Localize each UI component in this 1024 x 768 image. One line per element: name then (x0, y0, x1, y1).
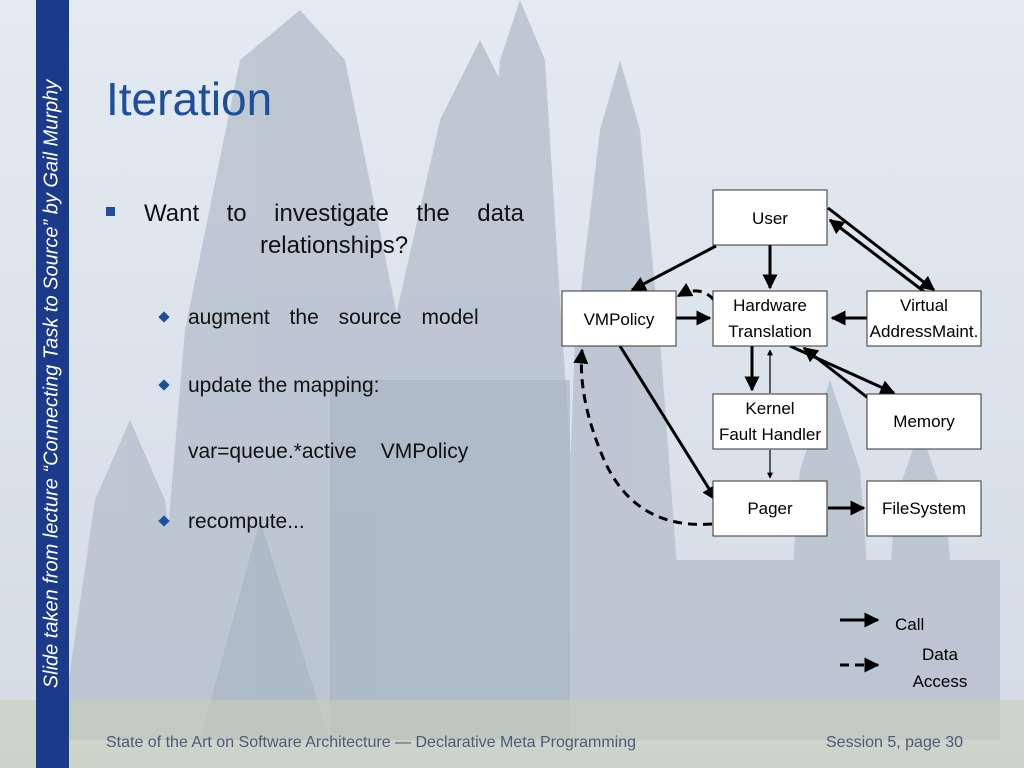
edge-user-vmpolicy (630, 244, 717, 292)
node-filesystem: FileSystem (866, 480, 982, 537)
mapping-pattern: var=queue.*active (188, 440, 357, 463)
legend-call-label: Call (895, 615, 924, 634)
node-memory-label: Memory (893, 412, 955, 431)
slide-title: Iteration (106, 73, 273, 125)
node-virtual-label-2: AddressMaint. (870, 322, 979, 341)
node-hardware-translation: Hardware Translation (712, 290, 828, 347)
node-memory: Memory (866, 393, 982, 450)
architecture-diagram: User VMPolicy Hardware Translation Virtu… (561, 189, 982, 691)
sidebar-credit: Slide taken from lecture “Connecting Tas… (40, 79, 63, 689)
edge-memory-hardware (802, 346, 869, 400)
edge-user-virtual (827, 206, 936, 292)
edge-data-pager-vmpolicy (573, 348, 713, 526)
sidebar-band (36, 0, 69, 768)
footer-course-title: State of the Art on Software Architectur… (106, 734, 637, 751)
legend-data-label-1: Data (922, 645, 958, 664)
diagram-legend: Call Data Access (840, 612, 968, 691)
bullet-text: Want to investigate the data relationshi… (144, 200, 524, 259)
node-kernel-label-1: Kernel (745, 399, 794, 418)
node-pager-label: Pager (747, 499, 793, 518)
legend-data-label-2: Access (913, 672, 968, 691)
edge-virtual-user (828, 218, 927, 295)
node-vmpolicy: VMPolicy (561, 290, 677, 347)
mapping-target: VMPolicy (380, 440, 469, 463)
node-kernel-fault-handler: Kernel Fault Handler (712, 393, 828, 450)
sub-bullet-text: recompute... (188, 510, 305, 533)
node-virtual-address-maint: Virtual AddressMaint. (866, 290, 982, 347)
node-kernel-label-2: Fault Handler (719, 425, 821, 444)
node-hardware-label-2: Translation (728, 322, 811, 341)
node-vmpolicy-label: VMPolicy (584, 310, 655, 329)
node-hardware-label-1: Hardware (733, 296, 807, 315)
edge-hardware-memory (789, 344, 896, 395)
sub-bullet-text: augment the source model (188, 306, 479, 329)
mapping-expression: var=queue.*active VMPolicy (188, 440, 468, 464)
bullet-item: Want to investigate the data relationshi… (106, 198, 524, 262)
node-filesystem-label: FileSystem (882, 499, 966, 518)
edge-data-hardware-vmpolicy (676, 282, 716, 302)
node-user-label: User (752, 209, 788, 228)
node-virtual-label-1: Virtual (900, 296, 948, 315)
footer-page-number: Session 5, page 30 (826, 734, 963, 751)
sub-bullet-text: update the mapping: (188, 374, 380, 397)
node-user: User (712, 189, 828, 246)
square-bullet-icon (106, 207, 115, 216)
edge-vmpolicy-pager (618, 345, 718, 502)
node-pager: Pager (712, 480, 828, 537)
